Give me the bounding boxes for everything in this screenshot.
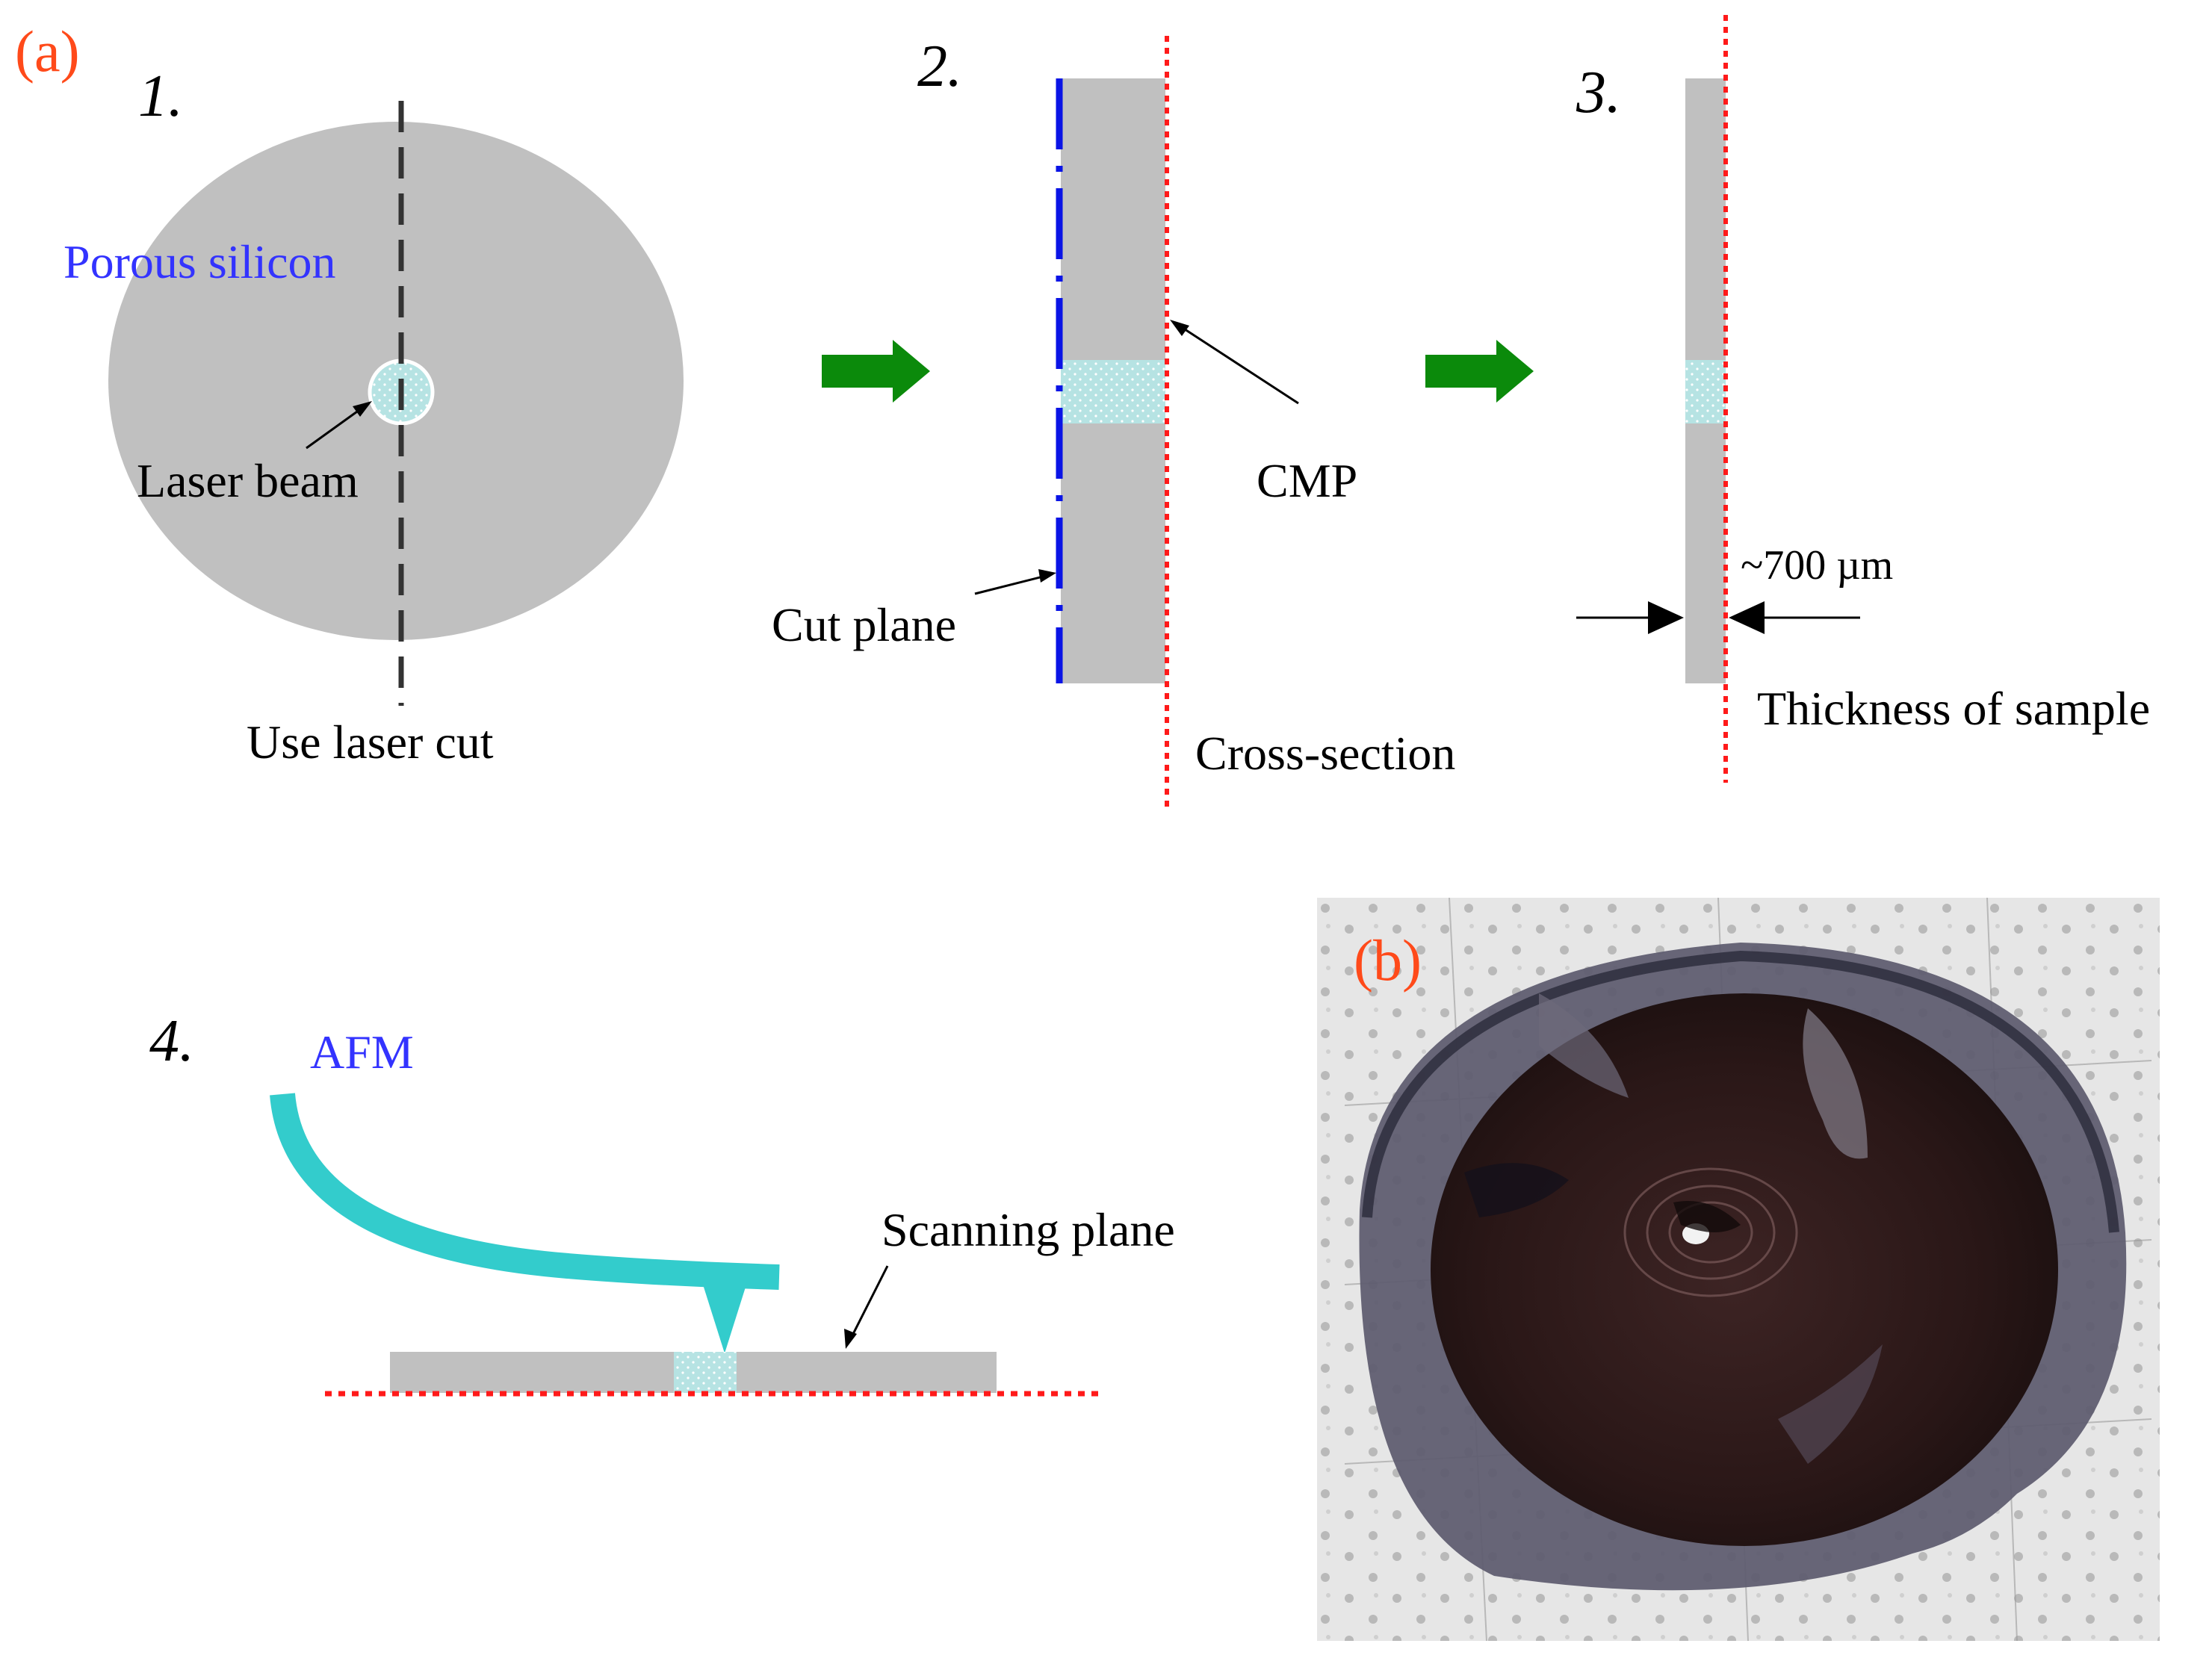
- porous-silicon-disc: [1431, 993, 2058, 1546]
- panel-b-tag: (b): [1354, 928, 1422, 993]
- use-laser-cut-label: Use laser cut: [247, 716, 494, 769]
- reflection-1: [1539, 993, 1629, 1098]
- porous-region-4: [674, 1352, 737, 1393]
- cut-plane-pointer: [974, 574, 1047, 595]
- center-shadow: [1673, 1201, 1741, 1232]
- reflection-3: [1464, 1163, 1569, 1217]
- process-arrow-1: [822, 340, 930, 403]
- panel-a-tag: (a): [15, 19, 80, 84]
- wafer-photo: (b): [1317, 897, 2160, 1642]
- thickness-arrow-right-head: [1729, 601, 1765, 634]
- porous-region-2: [1061, 360, 1165, 423]
- thickness-of-sample-label: Thickness of sample: [1757, 682, 2150, 735]
- afm-label: AFM: [310, 1025, 414, 1078]
- cut-plane-label: Cut plane: [772, 598, 956, 651]
- afm-cantilever: [270, 1093, 780, 1290]
- step-1-number: 1.: [138, 63, 183, 129]
- reflection-2: [1803, 1008, 1868, 1159]
- cmp-pointer: [1180, 325, 1299, 405]
- scanning-plane-label: Scanning plane: [882, 1203, 1175, 1256]
- laser-beam-label: Laser beam: [137, 454, 359, 507]
- cmp-label: CMP: [1257, 454, 1357, 507]
- step-3-number: 3.: [1576, 60, 1621, 125]
- step-2-number: 2.: [917, 34, 962, 99]
- reflection-4: [1778, 1344, 1883, 1464]
- process-arrow-2: [1425, 340, 1534, 403]
- cut-plane-arrowhead: [1038, 569, 1056, 583]
- thickness-value-label: ~700 µm: [1741, 542, 1893, 589]
- afm-tip: [702, 1282, 747, 1353]
- scanning-plane-arrowhead: [844, 1329, 857, 1349]
- porous-region-3: [1685, 360, 1726, 423]
- ring-rim: [1362, 950, 2119, 1233]
- porous-silicon-label: Porous silicon: [63, 235, 335, 288]
- scanning-plane-pointer: [850, 1265, 889, 1338]
- laser-beam-arrowhead: [353, 401, 372, 417]
- center-rings: [1623, 1167, 1798, 1297]
- thickness-arrow-left-head: [1648, 601, 1684, 634]
- cmp-arrowhead: [1170, 320, 1189, 336]
- step-4-number: 4.: [149, 1008, 194, 1074]
- cross-section-label: Cross-section: [1195, 727, 1455, 780]
